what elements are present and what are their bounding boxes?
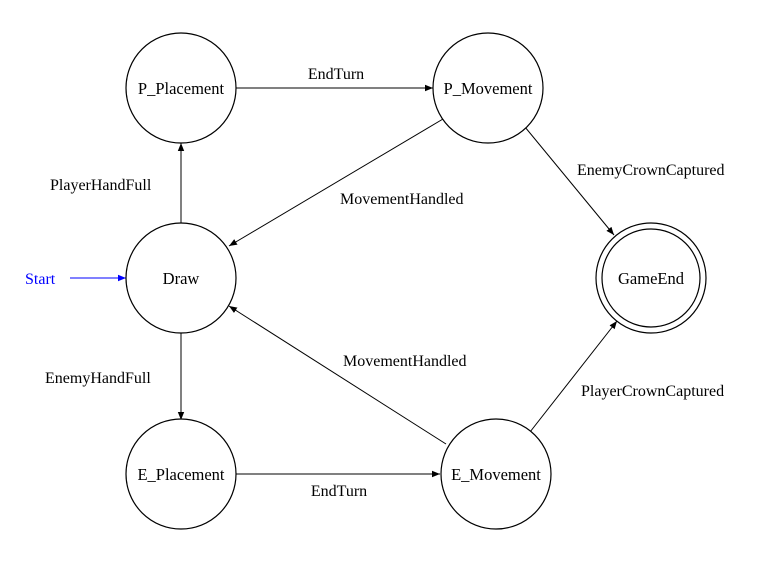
transition-label-p-movement-handled: MovementHandled (340, 191, 464, 208)
state-e-placement: E_Placement (125, 418, 237, 530)
transition-label-enemy-hand-full: EnemyHandFull (45, 370, 151, 387)
state-label: E_Placement (137, 465, 224, 484)
edge-p-movement-to-game-end (524, 126, 615, 236)
transition-label-player-crown-captured: PlayerCrownCaptured (581, 383, 724, 400)
state-draw: Draw (125, 222, 237, 334)
transition-label-enemy-crown-captured: EnemyCrownCaptured (577, 162, 725, 179)
edge-p-movement-to-draw (228, 118, 444, 247)
state-label: Draw (163, 269, 200, 288)
edge-e-movement-to-game-end (529, 320, 618, 433)
transition-label-e-movement-handled: MovementHandled (343, 353, 467, 370)
state-label: P_Placement (138, 79, 225, 98)
transition-label-player-hand-full: PlayerHandFull (50, 177, 152, 194)
state-p-movement: P_Movement (432, 32, 544, 144)
transition-label-e-end-turn: EndTurn (311, 483, 367, 500)
state-p-placement: P_Placement (125, 32, 237, 144)
state-game-end: GameEnd (595, 222, 707, 334)
transition-label-p-end-turn: EndTurn (308, 66, 364, 83)
state-label: E_Movement (451, 465, 541, 484)
state-label: GameEnd (618, 269, 685, 288)
start-label: Start (25, 271, 56, 288)
edge-e-movement-to-draw (228, 305, 447, 445)
state-label: P_Movement (444, 79, 533, 98)
state-e-movement: E_Movement (440, 418, 552, 530)
